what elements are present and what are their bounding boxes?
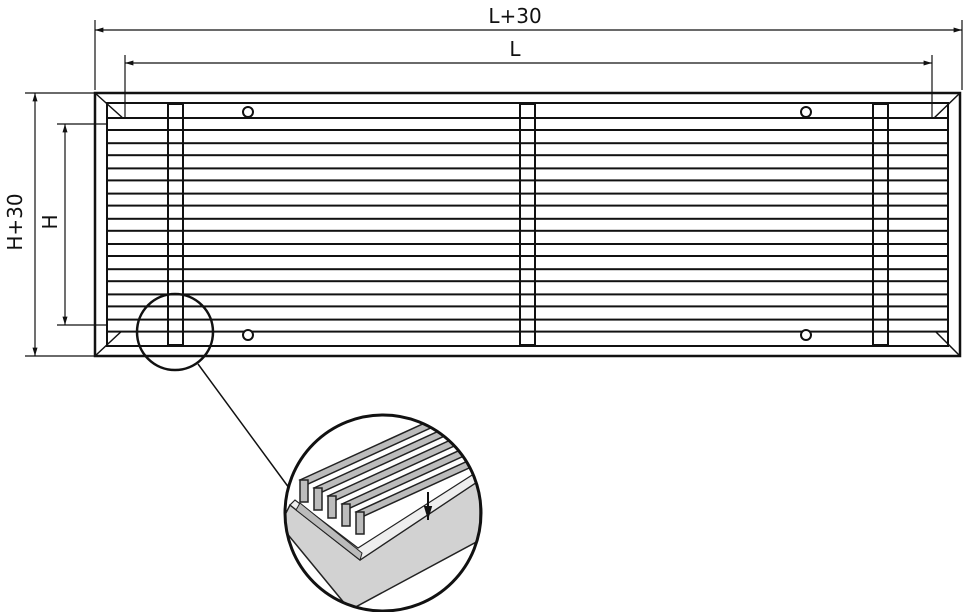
detail-slat-end (299, 479, 309, 503)
grille-slats (106, 117, 949, 333)
detail-magnified-circle (283, 413, 483, 612)
label-overall-width: L+30 (488, 4, 541, 28)
slat-support (872, 103, 889, 346)
slat (106, 268, 949, 283)
mounting-hole (800, 329, 812, 341)
label-overall-height: H+30 (3, 193, 27, 250)
slat (106, 142, 949, 157)
dimension-overall-width (94, 20, 963, 90)
dimension-overall-height (25, 92, 95, 357)
slat (106, 293, 949, 308)
detail-slat-end (313, 487, 323, 511)
mounting-hole (242, 106, 254, 118)
label-height: H (38, 214, 62, 229)
detail-slat-end (355, 511, 365, 535)
mounting-hole (800, 106, 812, 118)
slat (106, 167, 949, 182)
grille-supports (167, 103, 889, 346)
detail-view (285, 415, 481, 611)
slat (106, 192, 949, 207)
mounting-hole (242, 329, 254, 341)
slat-support (167, 103, 184, 346)
detail-leader-line (197, 363, 293, 493)
slat (106, 217, 949, 232)
slat (106, 117, 949, 131)
detail-slat-end (327, 495, 337, 519)
detail-slat-end (341, 503, 351, 527)
slat (106, 243, 949, 257)
slat (106, 318, 949, 333)
label-width: L (509, 37, 521, 61)
detail-callout-circle (135, 292, 215, 372)
slat-support (519, 103, 536, 346)
mounting-holes (242, 106, 812, 341)
